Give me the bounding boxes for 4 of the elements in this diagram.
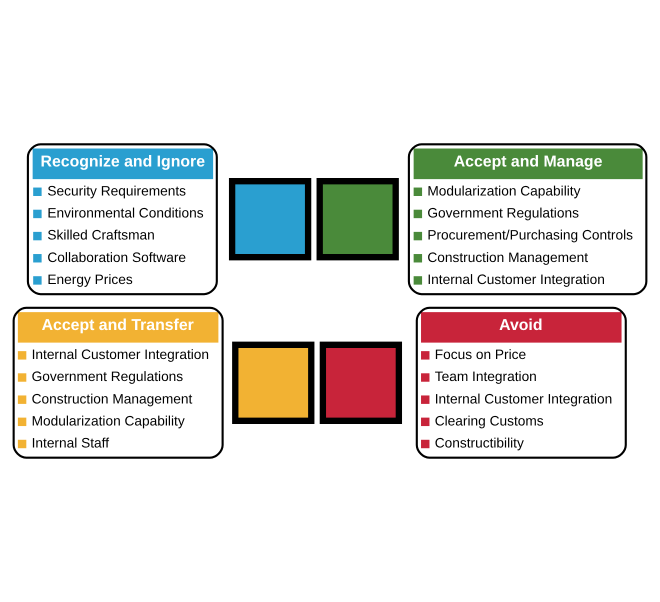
node-box <box>320 342 402 424</box>
node-box <box>228 178 312 260</box>
node-box <box>232 342 314 424</box>
node-box <box>316 178 399 260</box>
